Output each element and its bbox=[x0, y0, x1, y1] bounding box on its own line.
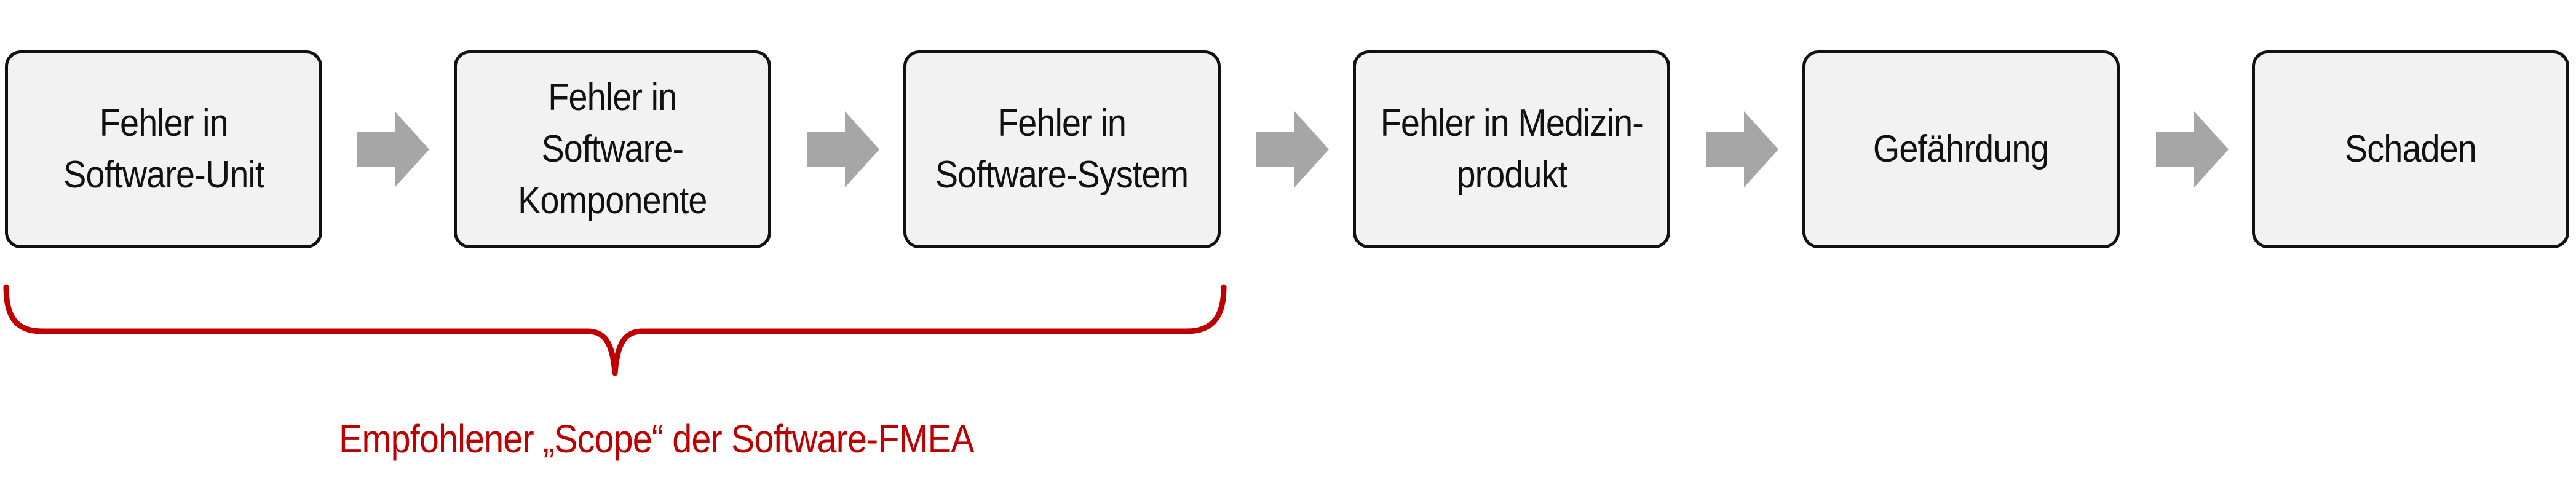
step-box-software-system: Fehler in Software-System bbox=[903, 50, 1221, 248]
right-arrow-icon bbox=[1256, 111, 1329, 187]
step-box-gefaehrdung: Gefährdung bbox=[1802, 50, 2120, 248]
step-label: Fehler in Medizin- produkt bbox=[1380, 102, 1643, 196]
step-label: Schaden bbox=[2344, 128, 2477, 170]
right-arrow-icon bbox=[807, 111, 879, 187]
step-label: Fehler in Software- Komponente bbox=[518, 76, 707, 222]
right-arrow-icon bbox=[2156, 111, 2229, 187]
step-label: Gefährdung bbox=[1873, 128, 2050, 170]
step-label: Fehler in Software-System bbox=[935, 102, 1189, 196]
step-box-schaden: Schaden bbox=[2252, 50, 2569, 248]
step-label: Fehler in Software-Unit bbox=[63, 102, 264, 196]
right-arrow-icon bbox=[1706, 111, 1778, 187]
curly-brace-icon bbox=[3, 284, 1227, 376]
step-box-software-unit: Fehler in Software-Unit bbox=[5, 50, 322, 248]
scope-label: Empfohlener „Scope“ der Software-FMEA bbox=[339, 417, 975, 461]
step-box-medizinprodukt: Fehler in Medizin- produkt bbox=[1353, 50, 1670, 248]
right-arrow-icon bbox=[357, 111, 429, 187]
step-box-software-komponente: Fehler in Software- Komponente bbox=[454, 50, 771, 248]
